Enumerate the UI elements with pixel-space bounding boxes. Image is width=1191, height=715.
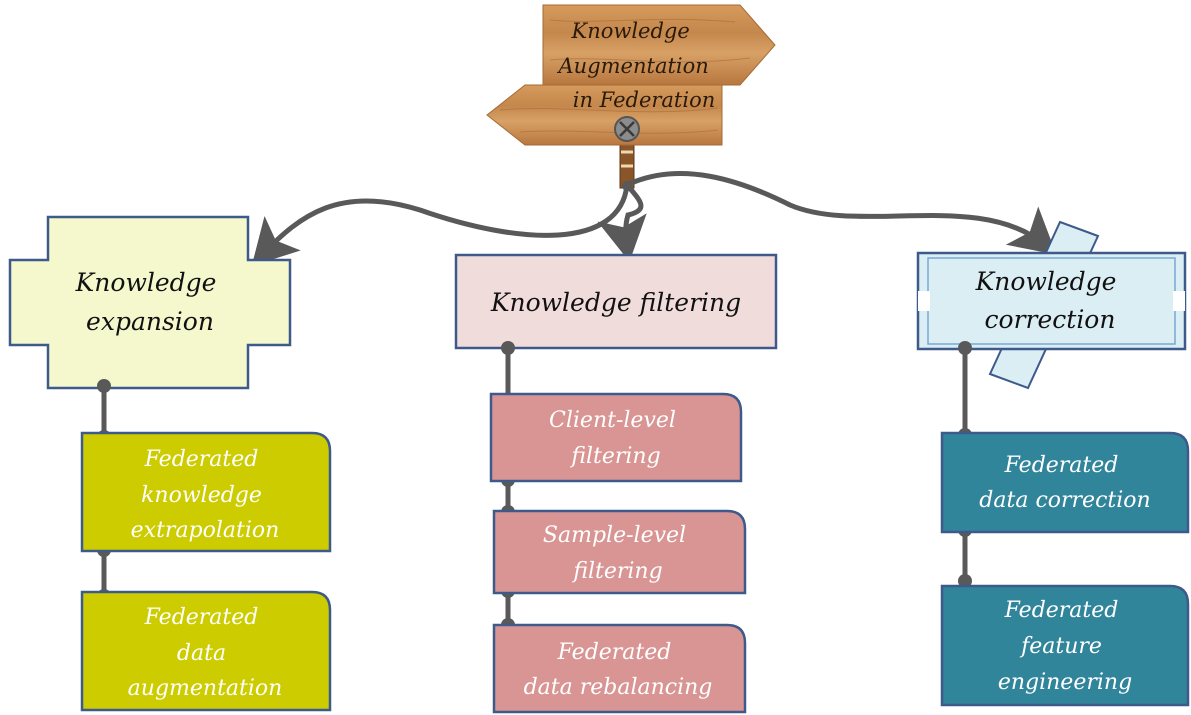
child-box-sample-level-filtering xyxy=(492,509,747,595)
connector-to-expansion xyxy=(251,182,630,266)
expansion-label-line: expansion xyxy=(86,307,214,336)
root-label-line: Knowledge xyxy=(571,19,690,43)
child-label-line: Federated xyxy=(557,640,672,665)
filtering-label: Knowledge filtering xyxy=(490,288,741,317)
connector-to-filtering xyxy=(597,182,647,262)
child-label-line: filtering xyxy=(571,559,662,584)
child-label: Federated data augmentation xyxy=(128,605,283,701)
child-box-client-level-filtering xyxy=(489,392,743,483)
branch-knowledge-correction: Knowledge correction xyxy=(916,220,1187,390)
child-box-federated-data-correction xyxy=(940,431,1190,534)
child-label-line: extrapolation xyxy=(131,518,280,543)
child-box-federated-knowledge-extrapolation xyxy=(80,431,332,553)
child-label-line: filtering xyxy=(569,444,660,469)
child-label-line: data correction xyxy=(979,488,1150,513)
expansion-node xyxy=(8,215,292,390)
child-label: Federated data rebalancing xyxy=(524,640,713,700)
filtering-children: Client-level filtering Sample-level filt… xyxy=(489,392,747,714)
child-label-line: Federated xyxy=(144,605,259,630)
child-label: Client-level filtering xyxy=(549,408,683,469)
child-box-federated-feature-engineering xyxy=(940,584,1190,707)
signpost-board-bottom xyxy=(486,84,723,146)
connector-to-correction xyxy=(624,171,1057,255)
child-label: Sample-level filtering xyxy=(543,523,693,584)
root-label-line: Augmentation xyxy=(557,54,709,78)
root-connectors xyxy=(251,171,1057,266)
child-label: Federated data correction xyxy=(979,453,1150,513)
correction-children: Federated data correction Federated feat… xyxy=(940,431,1190,707)
child-label: Federated knowledge extrapolation xyxy=(131,447,280,543)
expansion-label-line: Knowledge xyxy=(75,268,217,297)
expansion-children: Federated knowledge extrapolation Federa… xyxy=(80,431,332,712)
expansion-label: Knowledge expansion xyxy=(75,268,225,336)
correction-label: Knowledge correction xyxy=(975,267,1125,334)
child-box-federated-data-rebalancing xyxy=(492,623,747,714)
root-signpost: Knowledge Augmentation in Federation xyxy=(486,4,776,189)
root-label: Knowledge Augmentation in Federation xyxy=(557,19,716,112)
child-label-line: data rebalancing xyxy=(524,675,713,700)
filtering-node xyxy=(454,253,778,350)
circle-x-icon xyxy=(614,116,640,142)
signpost-board-top xyxy=(542,4,776,86)
child-label-line: knowledge xyxy=(141,483,262,508)
child-label-line: Federated xyxy=(1004,453,1119,478)
child-label-line: Client-level xyxy=(549,408,676,433)
branch-knowledge-filtering: Knowledge filtering xyxy=(454,253,778,350)
child-label-line: feature xyxy=(1019,634,1102,659)
filtering-label-line: Knowledge filtering xyxy=(490,288,741,317)
correction-label-line: Knowledge xyxy=(975,267,1117,296)
child-label-line: augmentation xyxy=(128,676,283,701)
child-label-line: data xyxy=(177,641,226,666)
child-label-line: Sample-level xyxy=(543,523,686,548)
child-label: Federated feature engineering xyxy=(998,598,1132,695)
child-label-line: engineering xyxy=(998,670,1132,695)
child-label-line: Federated xyxy=(144,447,259,472)
child-label-line: Federated xyxy=(1004,598,1119,623)
branch-knowledge-expansion: Knowledge expansion xyxy=(8,215,292,390)
root-label-line: in Federation xyxy=(573,88,716,112)
child-box-federated-data-augmentation xyxy=(80,590,332,712)
correction-label-line: correction xyxy=(985,305,1116,334)
